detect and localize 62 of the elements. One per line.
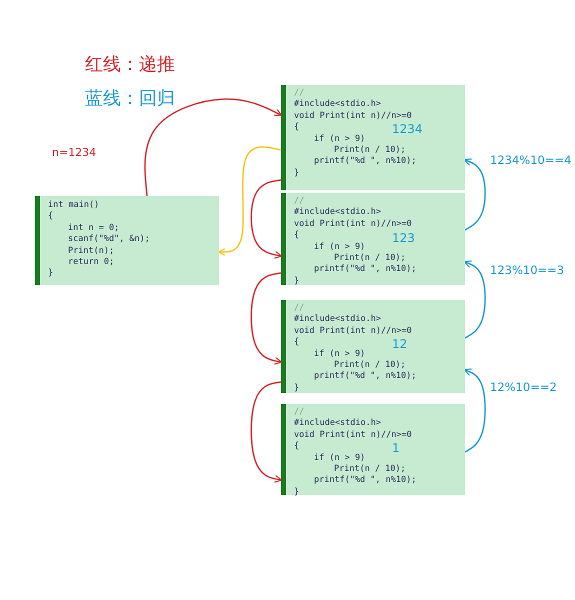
number-annotation: 12 xyxy=(392,337,408,351)
code-line: #include<stdio.h> xyxy=(294,99,381,110)
code-line: { xyxy=(294,441,300,452)
legend-note: 蓝线：回归 xyxy=(85,87,175,110)
code-line: Print(n / 10); xyxy=(334,253,406,264)
arrow xyxy=(464,260,486,339)
code-line: void Print(int n)//n>=0 xyxy=(294,326,412,337)
code-line: #include<stdio.h> xyxy=(294,207,381,218)
code-line: } xyxy=(294,382,300,394)
code-line: return 0; xyxy=(68,257,114,268)
code-line: // xyxy=(294,88,304,99)
code-block xyxy=(281,193,465,285)
code-line: // xyxy=(294,196,304,207)
code-line: printf("%d ", n%10); xyxy=(314,371,416,382)
code-line: void Print(int n)//n>=0 xyxy=(294,218,412,230)
code-line: Print(n); xyxy=(68,246,114,257)
code-line: } xyxy=(294,486,300,498)
annotation: 123%10==3 xyxy=(490,263,564,277)
code-line: if (n > 9) xyxy=(314,134,366,145)
annotation: 12%10==2 xyxy=(490,380,557,394)
code-line: void Print(int n)//n>=0 xyxy=(294,430,412,441)
code-line: printf("%d ", n%10); xyxy=(314,156,416,168)
code-line: { xyxy=(294,337,300,348)
arrow xyxy=(144,98,282,196)
legend-note: 红线：递推 xyxy=(85,53,175,76)
code-line: if (n > 9) xyxy=(314,452,366,464)
code-line: if (n > 9) xyxy=(314,348,366,360)
code-block xyxy=(281,300,465,393)
code-line: int main() xyxy=(48,200,100,211)
arrow xyxy=(464,368,486,453)
arrow xyxy=(464,158,486,231)
number-annotation: 1 xyxy=(392,441,400,455)
code-line: } xyxy=(294,168,300,179)
code-line: printf("%d ", n%10); xyxy=(314,475,416,486)
arrow xyxy=(250,381,282,483)
code-block xyxy=(281,85,465,190)
arrow xyxy=(218,146,282,256)
arrow xyxy=(250,179,282,259)
code-line: Print(n / 10); xyxy=(334,464,406,475)
code-line: { xyxy=(48,211,54,222)
code-block xyxy=(281,404,465,495)
code-line: Print(n / 10); xyxy=(334,145,406,156)
code-line: scanf("%d", &n); xyxy=(68,234,150,246)
code-line: } xyxy=(48,268,54,280)
code-line: #include<stdio.h> xyxy=(294,418,381,430)
code-line: { xyxy=(294,122,300,134)
number-annotation: 123 xyxy=(392,231,415,245)
annotation: 1234%10==4 xyxy=(490,153,572,167)
code-line: { xyxy=(294,230,300,242)
number-annotation: 1234 xyxy=(392,122,423,136)
note: n=1234 xyxy=(52,146,96,159)
code-block xyxy=(35,196,219,285)
arrow xyxy=(250,272,282,365)
code-line: // xyxy=(294,407,304,418)
code-line: printf("%d ", n%10); xyxy=(314,264,416,276)
code-line: } xyxy=(294,276,300,287)
code-line: #include<stdio.h> xyxy=(294,314,381,326)
code-line: // xyxy=(294,303,304,314)
code-line: int n = 0; xyxy=(68,222,120,234)
code-line: void Print(int n)//n>=0 xyxy=(294,110,412,122)
code-line: if (n > 9) xyxy=(314,242,366,253)
code-line: Print(n / 10); xyxy=(334,360,406,371)
